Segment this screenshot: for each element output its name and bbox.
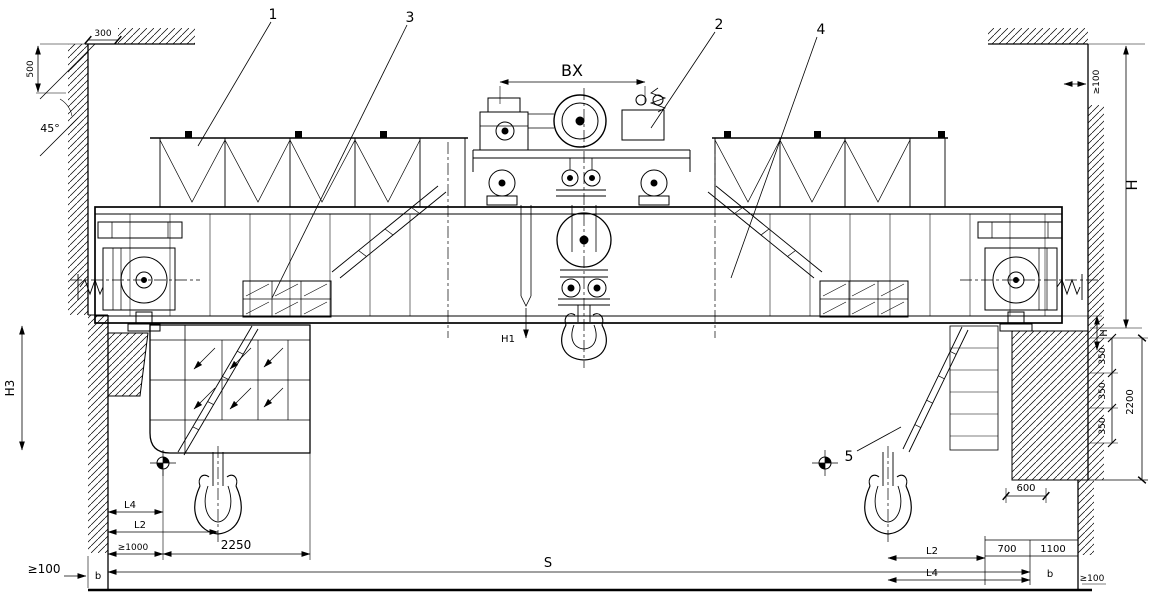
buffer-left: [77, 274, 104, 300]
operator-cab: [149, 324, 311, 454]
dim-ge100-top-right: ≥100: [1092, 69, 1102, 94]
handrail: [150, 131, 948, 207]
dim-350-a: 350: [1098, 347, 1108, 364]
dim-350-b: 350: [1098, 382, 1108, 399]
dim-h-tall: H: [1123, 179, 1141, 190]
walkway-brace-right: [707, 185, 823, 279]
ladder-right: [902, 326, 969, 453]
dim-span-s: S: [544, 556, 552, 571]
callout-5: 5: [845, 449, 854, 465]
dim-350-c: 350: [1098, 417, 1108, 434]
dim-ge100-bottom-left: ≥100: [28, 562, 61, 576]
dim-l4-right: L4: [926, 568, 938, 579]
dimension-lines: [19, 35, 1148, 588]
dim-h1: H1: [501, 334, 515, 345]
resistor-box-right: [819, 280, 909, 318]
dim-300: 300: [94, 29, 111, 39]
dim-l2-right: L2: [926, 546, 938, 557]
bridge-girder: [94, 206, 1063, 324]
labels: 1 2 3 4 5 BX 300 500 45° ≥100 H H H1 H3 …: [3, 7, 1141, 584]
dim-700: 700: [997, 544, 1016, 555]
platform-right: [949, 325, 999, 451]
upper-sheave-block: [556, 158, 606, 197]
walkway-brace-left: [331, 185, 447, 279]
dim-b-right: b: [1047, 569, 1053, 580]
dim-2250: 2250: [221, 538, 252, 552]
centerlines: [70, 88, 1098, 545]
callout-2: 2: [715, 17, 724, 33]
dim-500: 500: [26, 60, 36, 77]
resistor-box-left: [242, 280, 332, 318]
dim-2200: 2200: [1125, 389, 1136, 414]
trolley: [472, 87, 691, 206]
ladder-left: [177, 325, 259, 456]
callout-4: 4: [817, 22, 826, 38]
callout-3: 3: [406, 10, 415, 26]
dim-ge1000: ≥1000: [118, 543, 149, 553]
dim-bx: BX: [561, 61, 583, 80]
cab-window-glass-marks: [193, 347, 284, 410]
dim-l4-left: L4: [124, 500, 136, 511]
building-structure: [39, 28, 1148, 592]
dim-h-small: H: [1099, 329, 1110, 337]
dim-45deg: 45°: [40, 122, 60, 135]
hoist-motor: [621, 87, 667, 141]
end-truck-right: [977, 221, 1083, 332]
callout-leaders: [197, 21, 902, 452]
callout-1: 1: [269, 7, 278, 23]
dim-1100: 1100: [1040, 544, 1065, 555]
stanchion-caps: [185, 131, 945, 138]
dim-b-left: b: [95, 571, 101, 582]
buffer-right: [1056, 274, 1083, 300]
dim-h3: H3: [3, 380, 17, 397]
hook-block-main: [520, 205, 612, 361]
dim-l2-left: L2: [134, 520, 146, 531]
dim-600: 600: [1016, 483, 1035, 494]
position-marker-right: [812, 450, 838, 476]
rope-drum: [553, 94, 607, 148]
dim-ge100-bottom-right: ≥100: [1080, 574, 1105, 584]
